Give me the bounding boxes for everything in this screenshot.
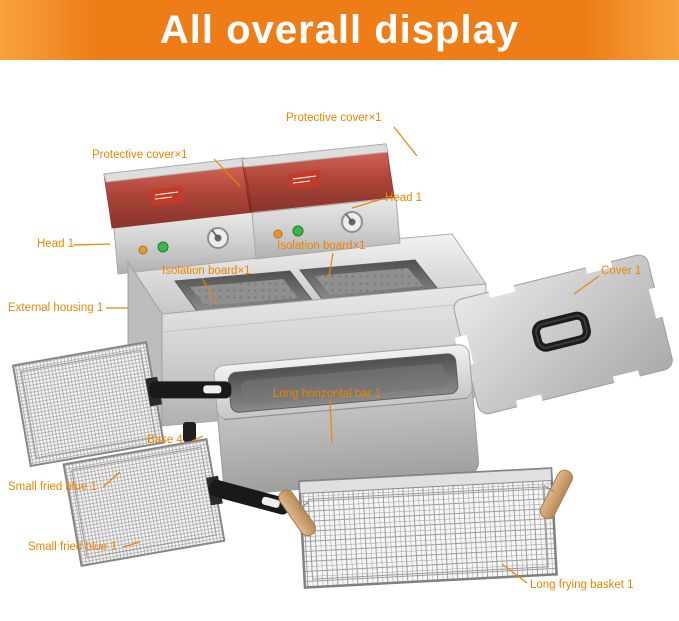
leader-line xyxy=(351,198,383,209)
label-isolation-board-left: Isolation board×1 xyxy=(162,265,251,277)
label-head-left: Head 1 xyxy=(37,238,75,250)
leader-line xyxy=(393,126,418,157)
leader-line xyxy=(102,471,121,488)
indicator-orange-right xyxy=(273,229,283,239)
indicator-green-left xyxy=(157,241,169,253)
label-long-horizontal-bar: Long horizontal bar 1 xyxy=(273,388,382,400)
long-basket-handle-left xyxy=(278,489,316,537)
leader-line xyxy=(329,400,333,444)
label-external-housing: External housing 1 xyxy=(8,302,104,314)
tank-opening-left xyxy=(174,270,313,312)
label-base: Base 4 xyxy=(147,434,183,446)
label-protective-cover-right: Protective cover×1 xyxy=(286,112,382,124)
basin xyxy=(213,344,480,496)
leader-line xyxy=(573,275,600,295)
small-basket-top-handle xyxy=(149,381,232,399)
indicator-orange-left xyxy=(138,245,148,255)
leader-line xyxy=(328,252,334,277)
banner: All overall display xyxy=(0,0,679,60)
label-small-fried-blue-top: Small fried blue 1 xyxy=(8,481,97,493)
leader-lines xyxy=(72,126,600,584)
fryer-head-right xyxy=(241,143,401,260)
leader-line xyxy=(213,158,241,187)
label-cover: Cover 1 xyxy=(601,265,642,277)
leader-line xyxy=(201,277,217,305)
label-isolation-board-right: Isolation board×1 xyxy=(277,240,366,252)
head-right-face xyxy=(251,197,401,260)
lid-cover xyxy=(453,254,673,415)
tank-opening-right xyxy=(299,259,438,300)
fryer-head-left xyxy=(103,157,259,275)
cover-right-hinge-strip xyxy=(241,143,389,168)
cover-left-sticker xyxy=(150,186,184,206)
long-basket-handle-right xyxy=(539,469,573,520)
long-basket xyxy=(278,467,573,589)
leader-line xyxy=(501,563,528,584)
cover-right-sticker xyxy=(288,170,322,190)
leader-line xyxy=(122,541,141,548)
banner-title: All overall display xyxy=(159,7,520,52)
small-basket-bottom-handle xyxy=(208,479,290,515)
small-basket-bottom xyxy=(62,438,290,567)
leader-line xyxy=(72,243,111,246)
label-protective-cover-left: Protective cover×1 xyxy=(92,149,188,161)
label-head-right: Head 1 xyxy=(385,192,423,204)
indicator-green-right xyxy=(292,225,304,237)
label-small-fried-blue-bottom: Small fried blue 1 xyxy=(28,541,117,553)
label-long-frying-basket: Long frying basket 1 xyxy=(530,579,634,591)
leader-line xyxy=(191,435,204,442)
small-basket-top xyxy=(11,340,232,468)
